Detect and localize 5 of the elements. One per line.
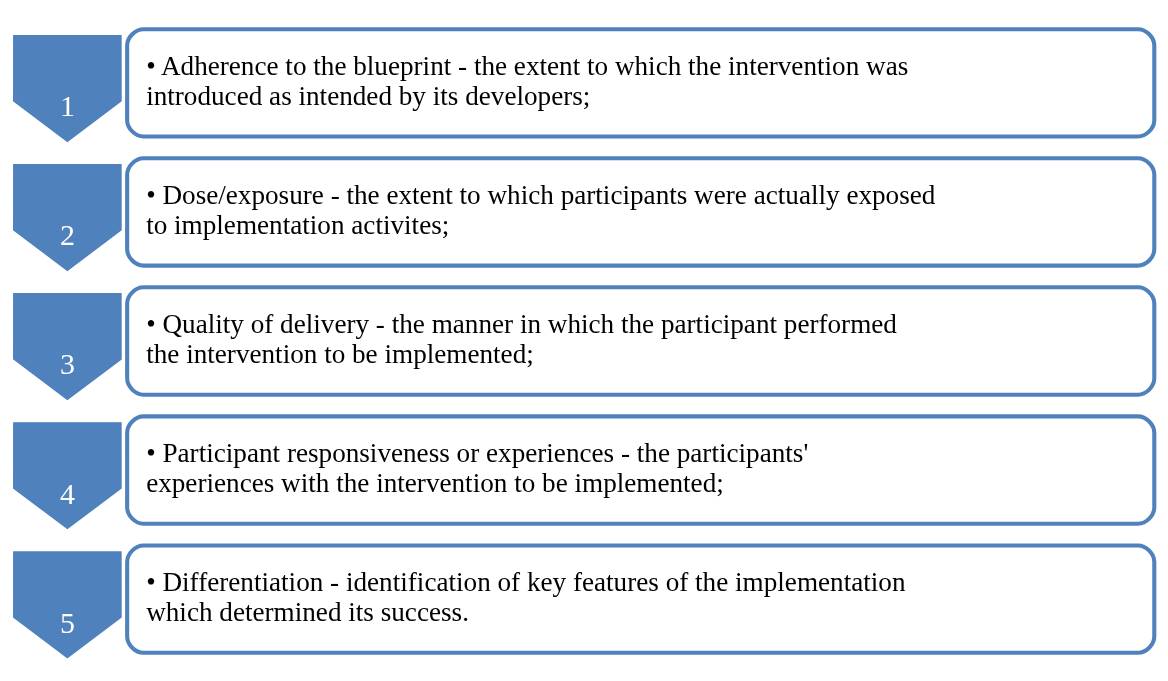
node-box: • Quality of delivery - the manner in which the participant performed the intervention to be implemented; [125, 284, 1157, 397]
node-box: • Participant responsiveness or experiences - the participants' experiences with the intervention to be implemented; [125, 413, 1157, 526]
node-box: • Adherence to the blueprint - the extent to which the intervention was introduced as intended by its developers; [125, 26, 1157, 139]
node-box: • Dose/exposure - the extent to which participants were actually exposed to implementation activites; [125, 155, 1157, 268]
node-box: • Differentiation - identification of key features of the implementation which determined its success. [125, 542, 1157, 655]
